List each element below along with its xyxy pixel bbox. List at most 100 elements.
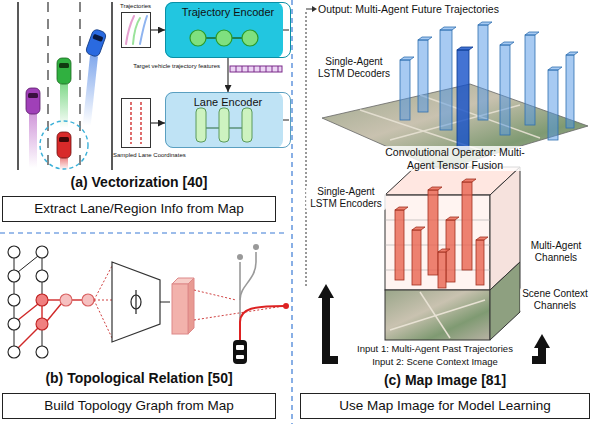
tensor-cube <box>390 300 485 330</box>
future-map-plane <box>418 40 428 112</box>
topology-graph <box>14 306 15 318</box>
road-scene <box>83 56 98 126</box>
node-text: Lane Encoder <box>166 96 290 109</box>
topology-graph <box>18 304 38 320</box>
topology-graph <box>36 246 48 258</box>
future-map-plane <box>548 70 558 140</box>
road-scene <box>57 58 71 84</box>
tensor-cube <box>446 217 459 220</box>
node-text: Trajectory Encoder <box>166 6 290 19</box>
topology-graph <box>94 266 112 300</box>
tensor-cube <box>438 249 450 252</box>
road-scene <box>26 88 40 114</box>
tensor-cube <box>428 190 438 275</box>
trajectory-sketch <box>126 16 147 44</box>
future-map-plane <box>457 50 469 150</box>
tensor-cube <box>385 167 520 340</box>
topology-graph <box>8 318 20 330</box>
tensor-cube <box>462 182 472 270</box>
encoder-fill <box>165 92 289 148</box>
road-scene <box>17 2 19 170</box>
topology-graph <box>60 294 94 306</box>
panel-divider <box>0 232 288 233</box>
feature-vector <box>272 66 273 72</box>
tensor-cube <box>476 237 488 240</box>
future-map-plane <box>500 45 510 135</box>
future-map-plane <box>440 27 456 30</box>
panel-caption: (a) Vectorization [40] <box>2 174 276 191</box>
tensor-cube <box>395 179 488 288</box>
feature-vector <box>236 66 237 72</box>
lane-sketch <box>130 102 131 144</box>
tensor-cube <box>412 230 421 285</box>
topology-graph <box>253 244 259 250</box>
feature-vector <box>266 66 267 72</box>
road-scene <box>57 132 71 158</box>
topology-graph <box>72 299 82 300</box>
connector-arrow <box>151 122 165 123</box>
future-map-plane <box>566 55 574 128</box>
topology-graph <box>194 290 284 320</box>
panel-caption: (c) Map Image [81] <box>300 372 590 389</box>
future-map-plane <box>566 52 578 55</box>
tensor-cube <box>395 207 408 210</box>
topology-graph <box>42 282 43 294</box>
topology-graph <box>194 306 284 320</box>
topology-graph <box>188 278 194 334</box>
summary-box: Use Map Image for Model Learning <box>300 393 590 419</box>
road-scene <box>79 2 80 170</box>
input-arrow <box>318 284 550 360</box>
future-map-plane <box>400 60 410 120</box>
feature-label: Target vehicle trajectory features <box>118 63 220 70</box>
node-text: Sampled Lane Coordinates <box>113 152 186 159</box>
feature-vector <box>278 66 279 72</box>
output-arrow <box>312 6 317 12</box>
future-map-plane <box>440 30 452 130</box>
input-label: Input 1: Multi-Agent Past Trajectories <box>332 343 538 354</box>
node-text: Trajectories <box>120 3 151 10</box>
encoder-fill <box>283 30 289 31</box>
channel-label: Multi-Agent Channels <box>522 240 590 264</box>
summary-box: Extract Lane/Region Info from Map <box>2 196 276 222</box>
road-scene <box>111 2 113 170</box>
road-scene <box>59 137 69 142</box>
topology-graph <box>14 258 15 270</box>
feature-vector <box>248 66 249 72</box>
topology-graph <box>237 254 243 260</box>
topology-graph <box>18 328 38 348</box>
topology-graph <box>236 345 244 350</box>
tensor-cube <box>390 292 485 338</box>
topology-graph <box>283 303 289 309</box>
future-map-plane <box>500 42 514 45</box>
topology-graph <box>8 294 20 306</box>
feature-vector <box>242 66 243 72</box>
topology-graph <box>36 294 48 306</box>
node-text: Use Map Image for Model Learning <box>339 398 551 414</box>
topology-graph <box>8 270 20 282</box>
feature-vector <box>254 66 255 72</box>
topology-graph <box>135 290 136 314</box>
encoder-fill <box>165 2 289 58</box>
future-map-plane <box>525 35 535 125</box>
encoder-box: Lane Encoder <box>165 92 291 148</box>
topology-graph <box>172 284 188 334</box>
topology-graph <box>42 330 43 346</box>
topology-graph <box>36 346 48 358</box>
topology-graph <box>8 246 20 258</box>
topology-graph <box>8 246 48 358</box>
topology-graph <box>36 318 48 330</box>
tensor-cube <box>412 227 425 230</box>
tensor-cube <box>490 262 520 340</box>
input-arrow <box>326 296 338 360</box>
node-text: Extract Lane/Region Info from Map <box>34 201 243 217</box>
road-scene <box>29 112 37 168</box>
topology-graph <box>8 346 20 358</box>
road-scene <box>59 63 69 68</box>
road-scene <box>85 28 107 57</box>
encoder-fill <box>283 120 289 121</box>
tensor-cube <box>395 210 404 280</box>
road-scene <box>47 2 48 170</box>
topology-graph <box>233 340 247 364</box>
topology-graph <box>112 262 160 342</box>
